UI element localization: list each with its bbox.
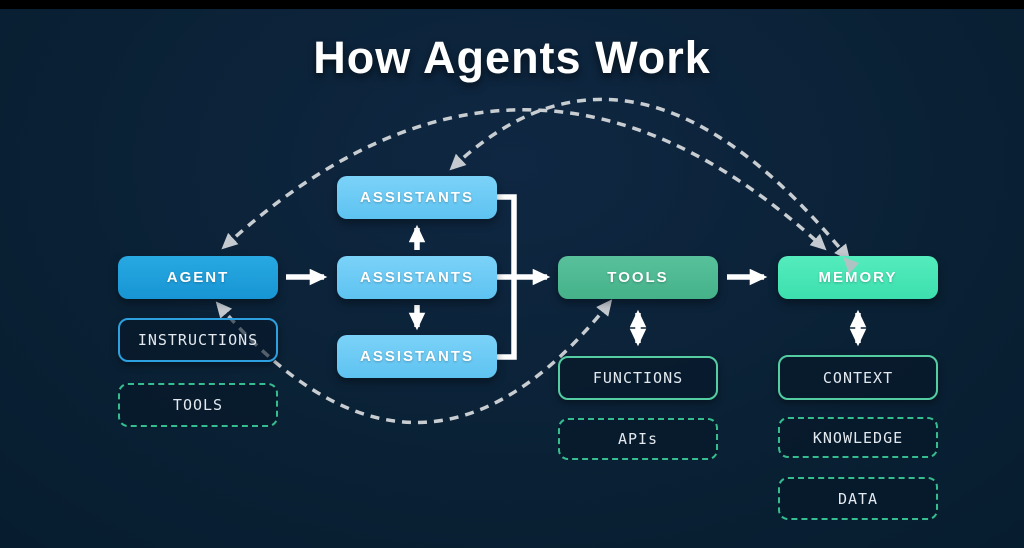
node-functions: FUNCTIONS (558, 356, 718, 400)
node-assistants-bottom-label: ASSISTANTS (360, 348, 474, 365)
node-apis: APIs (558, 418, 718, 460)
node-functions-label: FUNCTIONS (592, 369, 684, 387)
node-instructions: INSTRUCTIONS (118, 318, 278, 362)
node-agent-label: AGENT (166, 269, 230, 286)
node-assistants-middle-label: ASSISTANTS (360, 269, 474, 286)
node-context-label: CONTEXT (822, 368, 894, 387)
node-knowledge: KNOWLEDGE (778, 417, 938, 458)
dashed-arc-assistants-memory (449, 97, 851, 261)
node-assistants-top-label: ASSISTANTS (360, 189, 474, 206)
node-tools-dashed-label: TOOLS (172, 396, 224, 414)
arc-arrowhead-on-memory (843, 257, 859, 274)
node-context: CONTEXT (778, 355, 938, 400)
node-assistants-middle: ASSISTANTS (337, 256, 497, 299)
top-black-strip (0, 0, 1024, 9)
node-memory-label: MEMORY (818, 269, 898, 286)
node-knowledge-label: KNOWLEDGE (812, 428, 904, 447)
node-tools-label: TOOLS (607, 269, 669, 286)
node-tools-dashed: TOOLS (118, 383, 278, 427)
node-data: DATA (778, 477, 938, 520)
node-instructions-label: INSTRUCTIONS (137, 331, 259, 349)
node-agent: AGENT (118, 256, 278, 299)
node-apis-label: APIs (617, 430, 659, 448)
page-title: How Agents Work (313, 32, 711, 83)
node-data-label: DATA (837, 489, 879, 508)
node-assistants-bottom: ASSISTANTS (337, 335, 497, 378)
node-tools: TOOLS (558, 256, 718, 299)
